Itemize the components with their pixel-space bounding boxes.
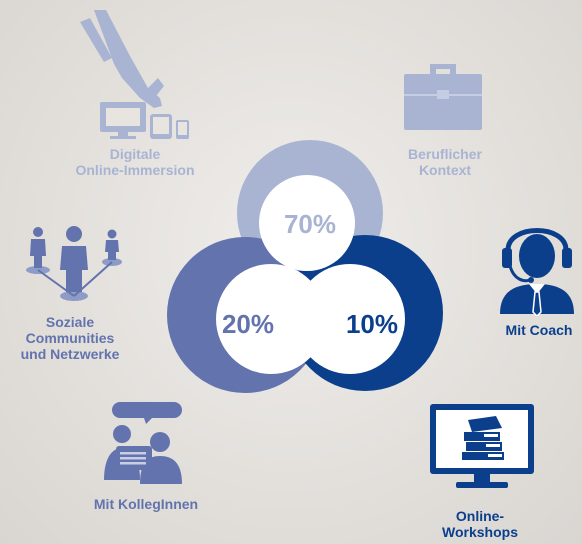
label-digital-line1: Digitale (109, 146, 161, 162)
briefcase-icon (404, 64, 482, 130)
label-digital-line2: Online-Immersion (75, 162, 195, 178)
inner-circle-top (259, 175, 355, 271)
label-social-line1: Soziale (45, 314, 95, 330)
inner-circle-left (216, 264, 326, 374)
label-work-line1: Beruflicher (408, 146, 482, 162)
label-workshops-line2: Workshops (442, 524, 518, 540)
label-work: Beruflicher Kontext (390, 146, 500, 178)
colleagues-chat-icon (104, 402, 182, 484)
devices-hand-icon (80, 10, 189, 139)
inner-circle-right (295, 264, 405, 374)
label-social-line2: Communities (25, 330, 115, 346)
label-workshops: Online- Workshops (420, 508, 540, 540)
label-social-line3: und Netzwerke (20, 346, 120, 362)
headset-coach-icon (500, 228, 574, 316)
venn-diagram: 70% 20% 10% (167, 140, 443, 393)
label-colleagues: Mit KollegInnen (93, 496, 199, 512)
label-social: Soziale Communities und Netzwerke (0, 314, 140, 362)
percent-top: 70% (284, 209, 336, 239)
monitor-books-icon (430, 404, 534, 488)
percent-left: 20% (222, 309, 274, 339)
label-work-line2: Kontext (418, 162, 472, 178)
people-network-icon (26, 226, 122, 301)
percent-right: 10% (346, 309, 398, 339)
label-digital: Digitale Online-Immersion (60, 146, 210, 178)
label-coach: Mit Coach (505, 322, 573, 338)
label-workshops-line1: Online- (455, 508, 505, 524)
